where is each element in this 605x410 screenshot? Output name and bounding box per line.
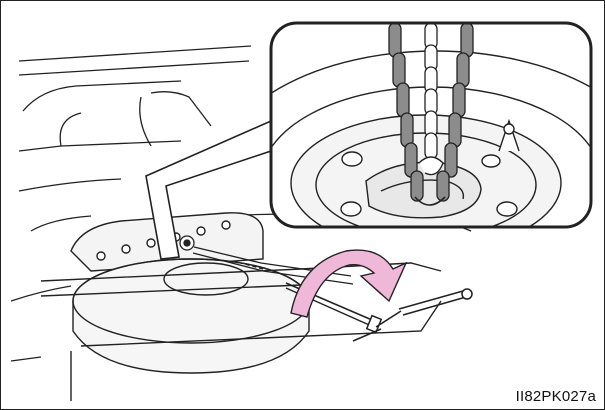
figure-code: II82PK027a bbox=[516, 388, 596, 405]
callout-inset bbox=[216, 23, 604, 301]
spare-tire bbox=[73, 259, 309, 373]
